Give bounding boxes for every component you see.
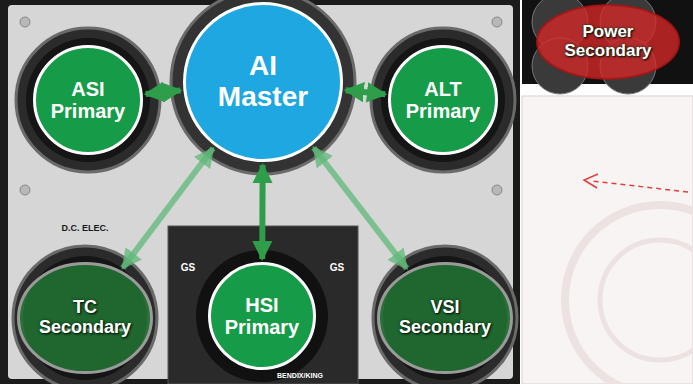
node-label: ALT Primary bbox=[406, 78, 481, 122]
scan-arrow bbox=[346, 90, 386, 94]
node-label: ASI Primary bbox=[51, 78, 125, 122]
primary-circle: ASI Primary bbox=[33, 45, 143, 155]
master-circle: AI Master bbox=[183, 2, 343, 162]
scan-arrow bbox=[259, 165, 265, 259]
panel-marking: GS bbox=[176, 262, 200, 273]
scan-arrow bbox=[146, 90, 181, 94]
node-label: AI Master bbox=[218, 51, 308, 113]
panel-marking: D.C. ELEC. bbox=[60, 224, 110, 234]
node-label: TC Secondary bbox=[39, 298, 131, 338]
node-label: VSI Secondary bbox=[399, 298, 491, 338]
scan-arrow bbox=[123, 148, 213, 268]
node-label: HSI Primary bbox=[225, 294, 299, 338]
secondary-oval: Power Secondary bbox=[536, 4, 680, 80]
panel-marking: BENDIX/KING bbox=[270, 372, 330, 380]
scan-arrow bbox=[314, 148, 407, 269]
secondary-oval: VSI Secondary bbox=[377, 262, 513, 374]
panel-marking: GS bbox=[325, 262, 349, 273]
primary-circle: HSI Primary bbox=[208, 262, 316, 370]
node-label: Power Secondary bbox=[565, 23, 652, 60]
primary-circle: ALT Primary bbox=[388, 45, 498, 155]
secondary-oval: TC Secondary bbox=[17, 262, 153, 374]
